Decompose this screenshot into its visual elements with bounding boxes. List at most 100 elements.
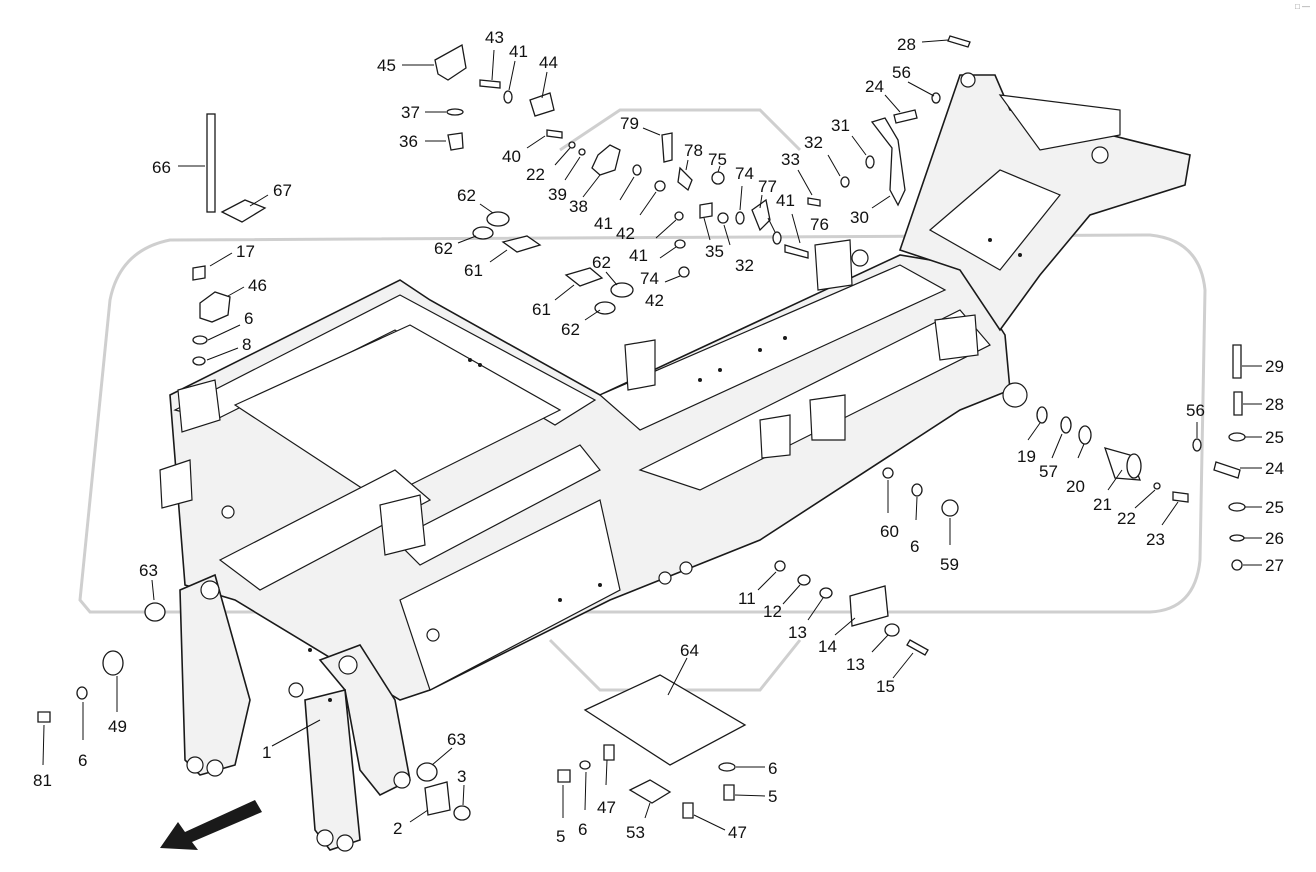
part-49-reflector (102, 650, 124, 676)
part-24-pin (893, 109, 918, 124)
callout-28b: 28 (1265, 395, 1284, 414)
callout-61b: 61 (532, 300, 551, 319)
callout-25a: 25 (1265, 428, 1284, 447)
part-74-washer (735, 211, 745, 225)
callout-22b: 22 (526, 165, 545, 184)
part-11-nut (774, 560, 786, 572)
part-39-washer (578, 148, 586, 156)
part-32-washer (840, 176, 850, 188)
callout-39: 39 (548, 185, 567, 204)
callout-11: 11 (738, 589, 756, 608)
callout-74a: 74 (735, 164, 754, 183)
callout-6d: 6 (578, 820, 587, 839)
callout-66: 66 (152, 158, 171, 177)
part-5-bolt (557, 769, 571, 783)
part-47-stud (603, 744, 615, 761)
callout-5b: 5 (768, 787, 777, 806)
part-81-bolt (37, 711, 51, 723)
callout-56b: 56 (1186, 401, 1205, 420)
part-29-pin (1232, 344, 1242, 379)
callout-57: 57 (1039, 462, 1058, 481)
callout-78: 78 (684, 141, 703, 160)
callout-56a: 56 (892, 63, 911, 82)
part-57-ring (1060, 416, 1072, 434)
direction-arrow (160, 800, 262, 850)
part-63-plug (416, 762, 438, 782)
callout-35: 35 (705, 242, 724, 261)
part-22-washer (568, 141, 576, 149)
part-25-washer (1228, 502, 1246, 512)
callout-13a: 13 (788, 623, 807, 642)
callout-45: 45 (377, 56, 396, 75)
callout-20: 20 (1066, 477, 1085, 496)
part-41-washer (503, 90, 513, 104)
callout-labels: 1 2 3 5 5 6 6 6 6 6 8 11 12 13 13 14 15 … (33, 28, 1284, 846)
callout-74b: 74 (640, 269, 659, 288)
part-30-bracket (870, 117, 906, 207)
part-63-plug (144, 602, 166, 622)
callout-62a: 62 (457, 186, 476, 205)
callout-37: 37 (401, 103, 420, 122)
part-6-washer (76, 686, 88, 700)
callout-41a: 41 (509, 42, 528, 61)
part-47-stud (682, 802, 694, 819)
callout-77: 77 (758, 177, 777, 196)
callout-6b: 6 (244, 309, 253, 328)
part-8-nut (192, 356, 206, 366)
loose-parts (37, 35, 1246, 850)
callout-13b: 13 (846, 655, 865, 674)
part-14-plate (849, 585, 889, 627)
callout-46: 46 (248, 276, 267, 295)
callout-32b: 32 (735, 256, 754, 275)
part-41-washer (632, 164, 642, 176)
callout-47b: 47 (728, 823, 747, 842)
part-3-bushing (453, 805, 471, 821)
part-35-bolt (699, 202, 713, 219)
part-25-washer (1228, 432, 1246, 442)
callout-63b: 63 (447, 730, 466, 749)
callout-61a: 61 (464, 261, 483, 280)
part-15-bolt (906, 639, 929, 656)
callout-3: 3 (457, 767, 466, 786)
callout-75: 75 (708, 150, 727, 169)
callout-33: 33 (781, 150, 800, 169)
part-22-washer (1153, 482, 1161, 490)
callout-29: 29 (1265, 357, 1284, 376)
callout-24a: 24 (865, 77, 884, 96)
part-13-washer (819, 587, 833, 599)
part-66-strip (206, 113, 216, 213)
callout-27: 27 (1265, 556, 1284, 575)
callout-41c: 41 (629, 246, 648, 265)
callout-23: 23 (1146, 530, 1165, 549)
part-28-pin (1233, 391, 1243, 416)
part-33-bolt (807, 197, 821, 207)
callout-67: 67 (273, 181, 292, 200)
callout-19: 19 (1017, 447, 1036, 466)
callout-30: 30 (850, 208, 869, 227)
callout-42b: 42 (645, 291, 664, 310)
callout-62b: 62 (434, 239, 453, 258)
callout-44: 44 (539, 53, 558, 72)
callout-63a: 63 (139, 561, 158, 580)
part-36-bolt (447, 132, 464, 151)
part-46-mount (199, 291, 231, 323)
callout-12: 12 (763, 602, 782, 621)
part-41-washer (674, 211, 684, 221)
part-37-ring (446, 108, 464, 116)
callout-15: 15 (876, 677, 895, 696)
part-32-washer (717, 212, 729, 224)
part-56-ring (1192, 438, 1202, 452)
callout-59: 59 (940, 555, 959, 574)
callout-53: 53 (626, 823, 645, 842)
part-44-clip (529, 92, 555, 117)
callout-24b: 24 (1265, 459, 1284, 478)
callout-36: 36 (399, 132, 418, 151)
part-67-pad (220, 199, 267, 223)
part-75-nut (711, 171, 725, 185)
part-77-clip (751, 198, 771, 232)
callout-25b: 25 (1265, 498, 1284, 517)
part-79-bolt (661, 132, 673, 163)
part-6-washer (911, 483, 923, 497)
part-62-plug (594, 301, 616, 315)
